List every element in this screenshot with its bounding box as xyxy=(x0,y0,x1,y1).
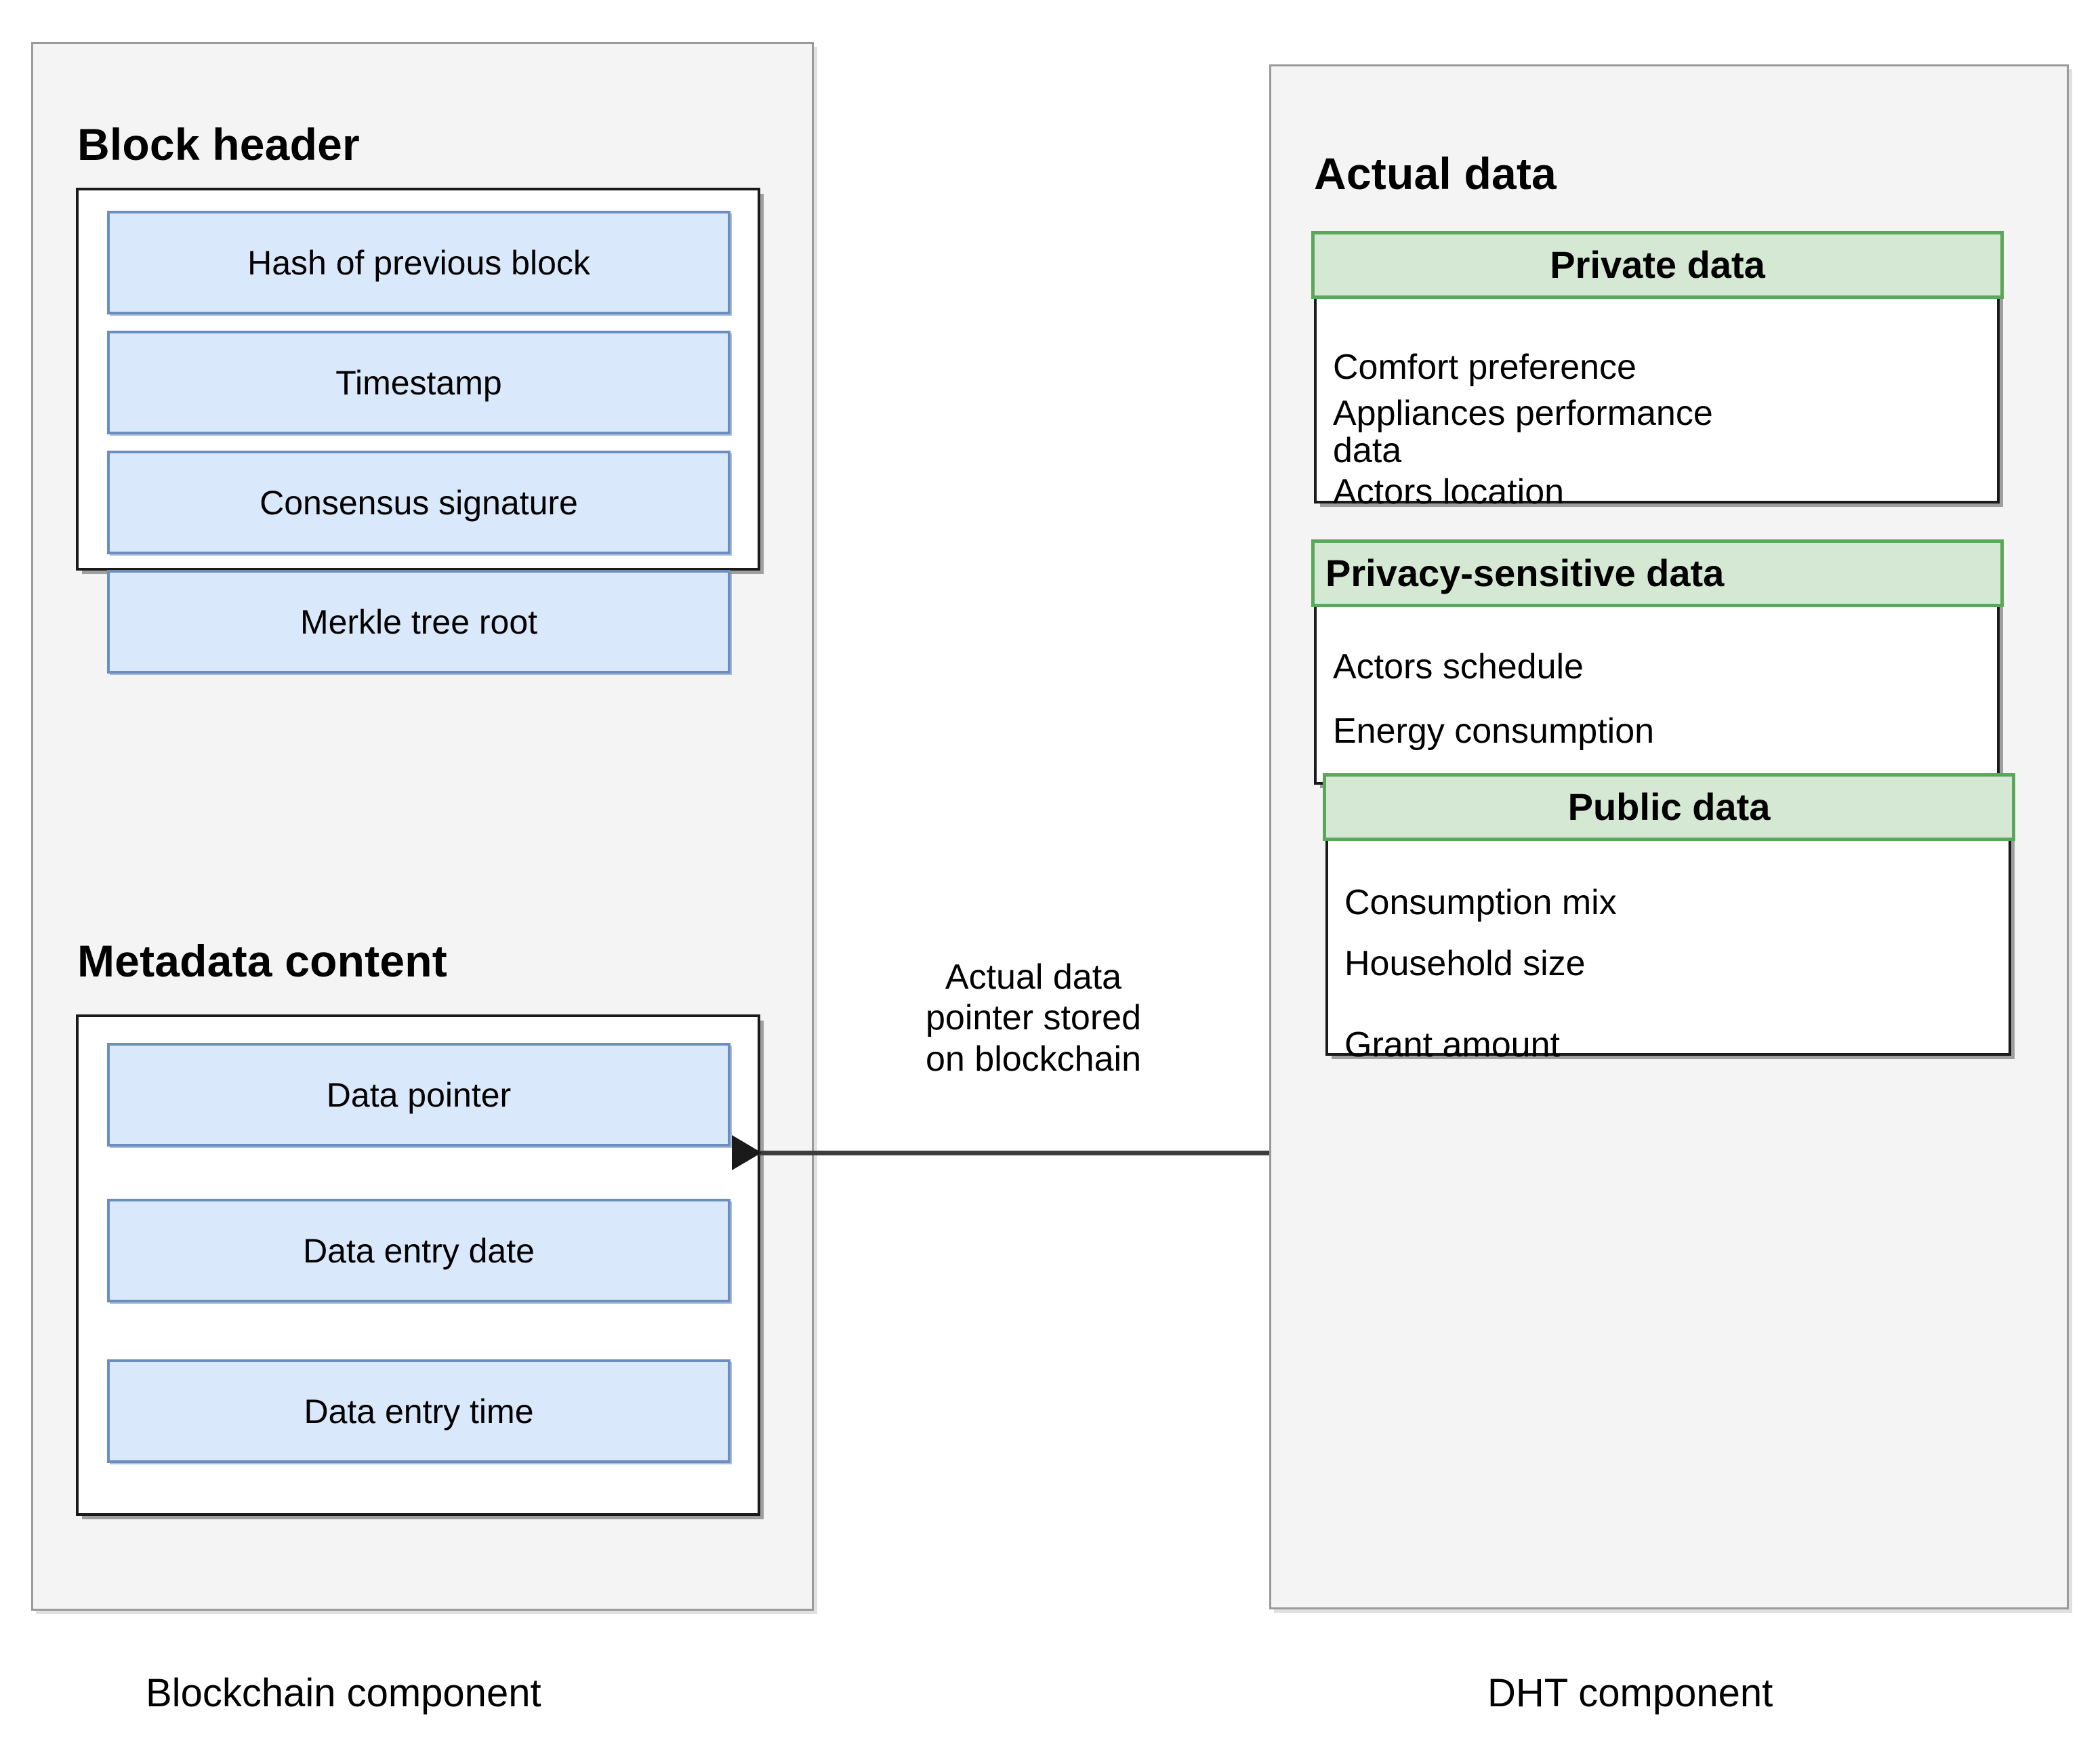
private-data-header-label: Private data xyxy=(1550,243,1765,286)
privacy-sensitive-item-1: Energy consumption xyxy=(1333,712,1655,751)
connector-label: Actual data pointer stored on blockchain xyxy=(926,958,1141,1079)
field-consensus-signature[interactable]: Consensus signature xyxy=(107,451,730,554)
privacy-sensitive-data-header: Privacy-sensitive data xyxy=(1311,539,2004,607)
field-hash-of-previous-block[interactable]: Hash of previous block xyxy=(107,211,730,314)
field-label: Merkle tree root xyxy=(300,602,538,641)
public-data-item-2: Grant amount xyxy=(1344,1025,1560,1065)
field-timestamp[interactable]: Timestamp xyxy=(107,331,730,434)
field-data-pointer[interactable]: Data pointer xyxy=(107,1043,730,1147)
field-label: Consensus signature xyxy=(260,483,578,522)
public-data-header-label: Public data xyxy=(1567,785,1771,828)
public-data-item-1: Household size xyxy=(1344,944,1586,983)
public-data-item-0: Consumption mix xyxy=(1344,883,1617,922)
block-header-title: Block header xyxy=(77,119,360,169)
metadata-content-title: Metadata content xyxy=(77,936,447,986)
privacy-sensitive-item-0: Actors schedule xyxy=(1333,647,1584,686)
private-data-item-1: Appliances performance data xyxy=(1333,394,1713,471)
field-label: Timestamp xyxy=(335,363,502,402)
dht-component-caption: DHT component xyxy=(1487,1671,1773,1715)
public-data-header: Public data xyxy=(1323,773,2015,841)
metadata-content-box: Data pointer Data entry date Data entry … xyxy=(76,1014,760,1516)
field-data-entry-time[interactable]: Data entry time xyxy=(107,1359,730,1463)
field-label: Data pointer xyxy=(326,1075,512,1114)
private-data-header: Private data xyxy=(1311,231,2004,299)
private-data-item-0: Comfort preference xyxy=(1333,348,1636,387)
block-header-box: Hash of previous block Timestamp Consens… xyxy=(76,188,760,674)
connector-arrowhead-icon xyxy=(732,1135,762,1170)
field-label: Data entry time xyxy=(304,1392,534,1431)
privacy-sensitive-data-header-label: Privacy-sensitive data xyxy=(1325,552,1725,594)
blockchain-component-panel: Block header Hash of previous block Time… xyxy=(31,42,814,1611)
actual-data-title: Actual data xyxy=(1314,148,1557,199)
blockchain-component-caption: Blockchain component xyxy=(146,1671,541,1715)
field-merkle-tree-root[interactable]: Merkle tree root xyxy=(107,570,730,674)
field-label: Hash of previous block xyxy=(247,243,590,282)
field-label: Data entry date xyxy=(303,1231,535,1270)
dht-component-panel: Actual data Comfort preference Appliance… xyxy=(1269,64,2069,1609)
field-data-entry-date[interactable]: Data entry date xyxy=(107,1199,730,1302)
private-data-item-2: Actors location xyxy=(1333,472,1565,512)
connector-line xyxy=(759,1151,1274,1155)
